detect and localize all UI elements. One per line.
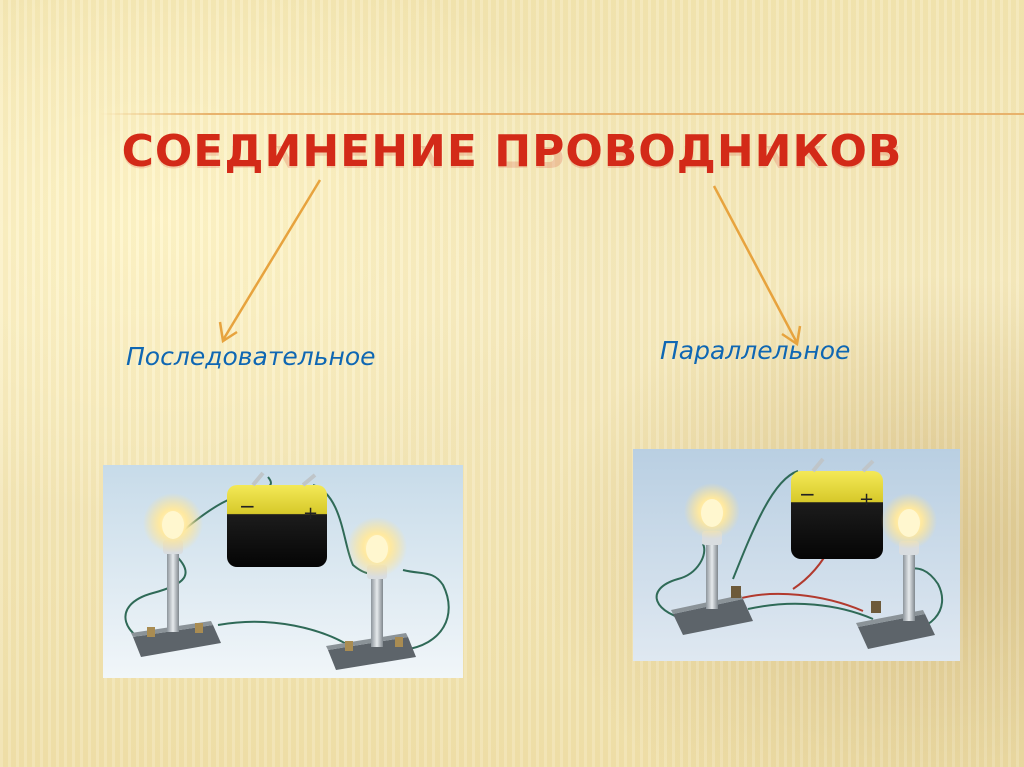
wire	[655, 543, 706, 622]
lamp-left	[671, 483, 753, 635]
parallel-circuit-photo: − +	[633, 449, 960, 661]
svg-text:−: −	[799, 482, 816, 506]
title-divider-line	[100, 113, 1024, 115]
wire	[737, 592, 864, 612]
arrow-left-head	[218, 321, 238, 344]
slide-title: СОЕДИНЕНИЕ ПРОВОДНИКОВ	[121, 126, 903, 177]
lamp-right	[326, 517, 416, 670]
series-circuit-photo: − +	[103, 465, 463, 678]
battery: − +	[791, 457, 883, 559]
svg-text:+: +	[303, 503, 318, 524]
series-connection-label: Последовательное	[126, 342, 376, 371]
wire	[732, 470, 799, 580]
svg-text:−: −	[239, 494, 256, 518]
slide-title-reflection: СОЕДИНЕНИЕ ПРОВОДНИКОВ	[121, 146, 903, 172]
arrow-right	[712, 185, 799, 344]
wire	[747, 602, 874, 620]
wire	[217, 620, 349, 646]
lamp-right	[856, 493, 937, 649]
battery: − +	[227, 471, 327, 567]
wire	[402, 569, 450, 651]
lamp-left	[131, 493, 221, 657]
svg-text:+: +	[859, 489, 874, 510]
arrow-left	[221, 179, 322, 341]
parallel-connection-label: Параллельное	[660, 336, 851, 365]
